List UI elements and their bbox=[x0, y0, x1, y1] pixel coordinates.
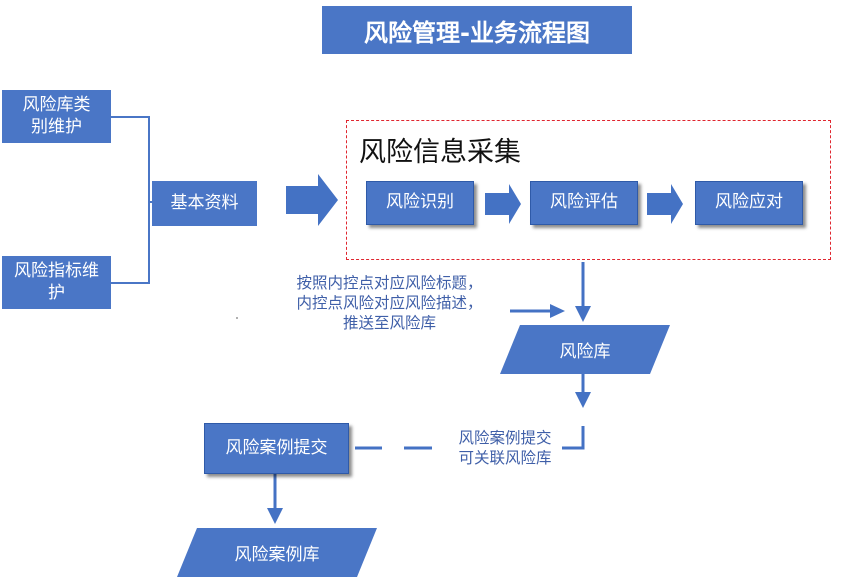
node-indicator-maintenance[interactable]: 风险指标维护 bbox=[2, 256, 111, 309]
node-risk-respond[interactable]: 风险应对 bbox=[695, 181, 803, 225]
node-risk-identify-label: 风险识别 bbox=[386, 192, 454, 213]
case-library-shape bbox=[177, 528, 377, 577]
library-down-head bbox=[575, 392, 591, 408]
arrow-push-head bbox=[550, 304, 565, 318]
case-link-note-line-1: 风险案例提交 bbox=[458, 429, 552, 447]
arrow-assess-to-respond bbox=[647, 184, 683, 224]
node-case-library[interactable]: 风险案例库 bbox=[187, 528, 367, 577]
node-risk-library-label: 风险库 bbox=[559, 342, 611, 362]
node-category-maintenance-label: 风险库类别维护 bbox=[22, 95, 91, 137]
bracket-connector bbox=[111, 116, 150, 284]
stray-dot bbox=[236, 317, 238, 319]
case-link-note: 风险案例提交 可关联风险库 bbox=[440, 428, 570, 468]
node-category-maintenance[interactable]: 风险库类别维护 bbox=[2, 90, 111, 143]
push-note-line-1: 按照内控点对应风险标题， bbox=[296, 274, 483, 292]
arrow-identify-to-assess bbox=[485, 184, 521, 224]
node-risk-library[interactable]: 风险库 bbox=[510, 325, 660, 374]
risk-library-shape bbox=[500, 325, 670, 374]
node-risk-assess-label: 风险评估 bbox=[550, 192, 618, 213]
case-link-connector bbox=[562, 426, 585, 450]
page-title: 风险管理-业务流程图 bbox=[322, 6, 632, 54]
node-basic-data[interactable]: 基本资料 bbox=[152, 181, 257, 226]
arrow-collect-to-library-head bbox=[575, 306, 591, 322]
arrow-basic-to-collect bbox=[286, 174, 338, 226]
node-risk-assess[interactable]: 风险评估 bbox=[530, 181, 638, 225]
node-case-library-label: 风险案例库 bbox=[234, 545, 320, 565]
node-indicator-maintenance-label: 风险指标维护 bbox=[14, 261, 99, 303]
node-case-submit[interactable]: 风险案例提交 bbox=[204, 423, 349, 474]
node-basic-data-label: 基本资料 bbox=[170, 192, 239, 213]
push-note: 按照内控点对应风险标题， 内控点风险对应风险描述， 推送至风险库 bbox=[282, 273, 497, 333]
push-note-line-3: 推送至风险库 bbox=[342, 314, 436, 332]
node-risk-identify[interactable]: 风险识别 bbox=[366, 181, 474, 225]
collection-group-title: 风险信息采集 bbox=[359, 137, 521, 168]
node-risk-respond-label: 风险应对 bbox=[715, 192, 783, 213]
collection-group-frame bbox=[346, 120, 831, 260]
arrow-case-submit-to-library-head bbox=[267, 508, 283, 524]
case-link-note-line-2: 可关联风险库 bbox=[458, 449, 552, 467]
node-case-submit-label: 风险案例提交 bbox=[225, 437, 328, 458]
push-note-line-2: 内控点风险对应风险描述， bbox=[296, 294, 483, 312]
